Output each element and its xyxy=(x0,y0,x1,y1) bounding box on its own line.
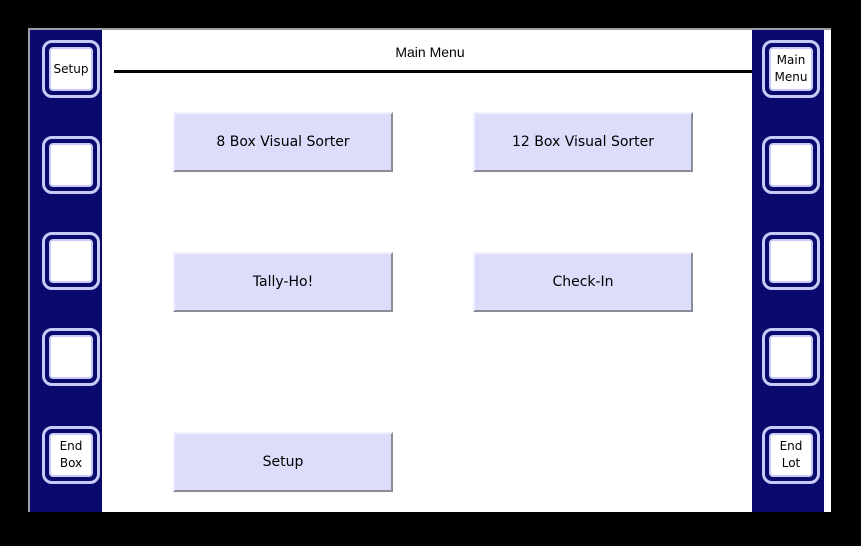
left-softkey-panel: Setup End Box xyxy=(30,30,102,512)
softkey-label xyxy=(49,239,93,283)
tally-ho-button[interactable]: Tally-Ho! xyxy=(173,252,393,312)
8-box-visual-sorter-button[interactable]: 8 Box Visual Sorter xyxy=(173,112,393,172)
check-in-button[interactable]: Check-In xyxy=(473,252,693,312)
softkey-label: Main Menu xyxy=(769,47,813,91)
softkey-right-3[interactable] xyxy=(762,232,820,290)
setup-button[interactable]: Setup xyxy=(173,432,393,492)
softkey-label: End Box xyxy=(49,433,93,477)
softkey-left-3[interactable] xyxy=(42,232,100,290)
softkey-left-2[interactable] xyxy=(42,136,100,194)
header-divider xyxy=(114,70,752,73)
hmi-screen: Setup End Box Main Menu 8 Box Visual Sor… xyxy=(28,28,831,512)
softkey-end-lot[interactable]: End Lot xyxy=(762,426,820,484)
12-box-visual-sorter-button[interactable]: 12 Box Visual Sorter xyxy=(473,112,693,172)
softkey-label: End Lot xyxy=(769,433,813,477)
softkey-right-4[interactable] xyxy=(762,328,820,386)
softkey-label xyxy=(49,335,93,379)
softkey-end-box[interactable]: End Box xyxy=(42,426,100,484)
softkey-left-4[interactable] xyxy=(42,328,100,386)
right-softkey-panel: Main Menu End Lot xyxy=(752,30,824,512)
page-title: Main Menu xyxy=(395,44,465,60)
softkey-label xyxy=(769,239,813,283)
softkey-label: Setup xyxy=(49,47,93,91)
softkey-label xyxy=(769,335,813,379)
softkey-label xyxy=(769,143,813,187)
softkey-label xyxy=(49,143,93,187)
softkey-main-menu[interactable]: Main Menu xyxy=(762,40,820,98)
softkey-setup[interactable]: Setup xyxy=(42,40,100,98)
softkey-right-2[interactable] xyxy=(762,136,820,194)
